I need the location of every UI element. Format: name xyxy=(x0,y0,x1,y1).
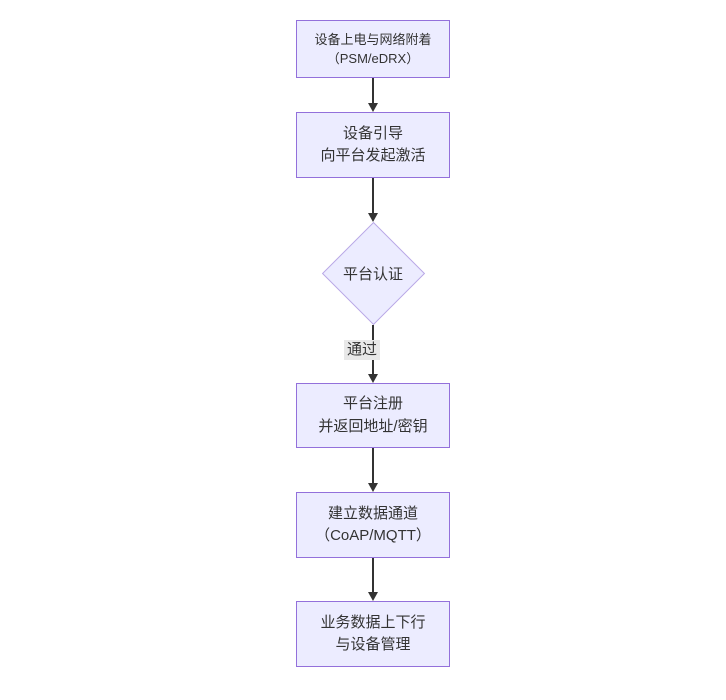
node-label-line: 平台认证 xyxy=(342,266,403,283)
node-label-line: 业务数据上下行 xyxy=(320,613,426,631)
node-business: 业务数据上下行 与设备管理 xyxy=(296,601,450,667)
node-label-line: 与设备管理 xyxy=(335,636,411,653)
arrowhead-icon xyxy=(368,374,378,383)
edge-register-to-channel xyxy=(372,448,374,483)
node-auth-label: 平台认证 xyxy=(321,237,425,310)
node-label-line: 并返回地址/密钥 xyxy=(318,417,428,435)
node-label-line: 平台注册 xyxy=(342,395,403,412)
node-label-line: 建立数据通道 xyxy=(327,504,418,522)
arrowhead-icon xyxy=(368,213,378,222)
edge-bootstrap-to-auth xyxy=(372,178,374,213)
node-label-line: （CoAP/MQTT） xyxy=(315,527,431,544)
node-channel: 建立数据通道 （CoAP/MQTT） xyxy=(296,492,450,558)
node-power-attach: 设备上电与网络附着 （PSM/eDRX） xyxy=(296,20,450,78)
edge-label-pass: 通过 xyxy=(343,340,381,360)
node-bootstrap: 设备引导 向平台发起激活 xyxy=(296,112,450,178)
edge-channel-to-business xyxy=(372,558,374,592)
node-label-line: 向平台发起激活 xyxy=(320,147,426,164)
node-label-line: 设备上电与网络附着 xyxy=(314,31,432,47)
arrowhead-icon xyxy=(368,103,378,112)
node-label-line: （PSM/eDRX） xyxy=(326,51,420,66)
arrowhead-icon xyxy=(368,483,378,492)
node-label-line: 设备引导 xyxy=(342,124,403,142)
edge-power-to-bootstrap xyxy=(372,78,374,103)
arrowhead-icon xyxy=(368,592,378,601)
node-register: 平台注册 并返回地址/密钥 xyxy=(296,383,450,448)
